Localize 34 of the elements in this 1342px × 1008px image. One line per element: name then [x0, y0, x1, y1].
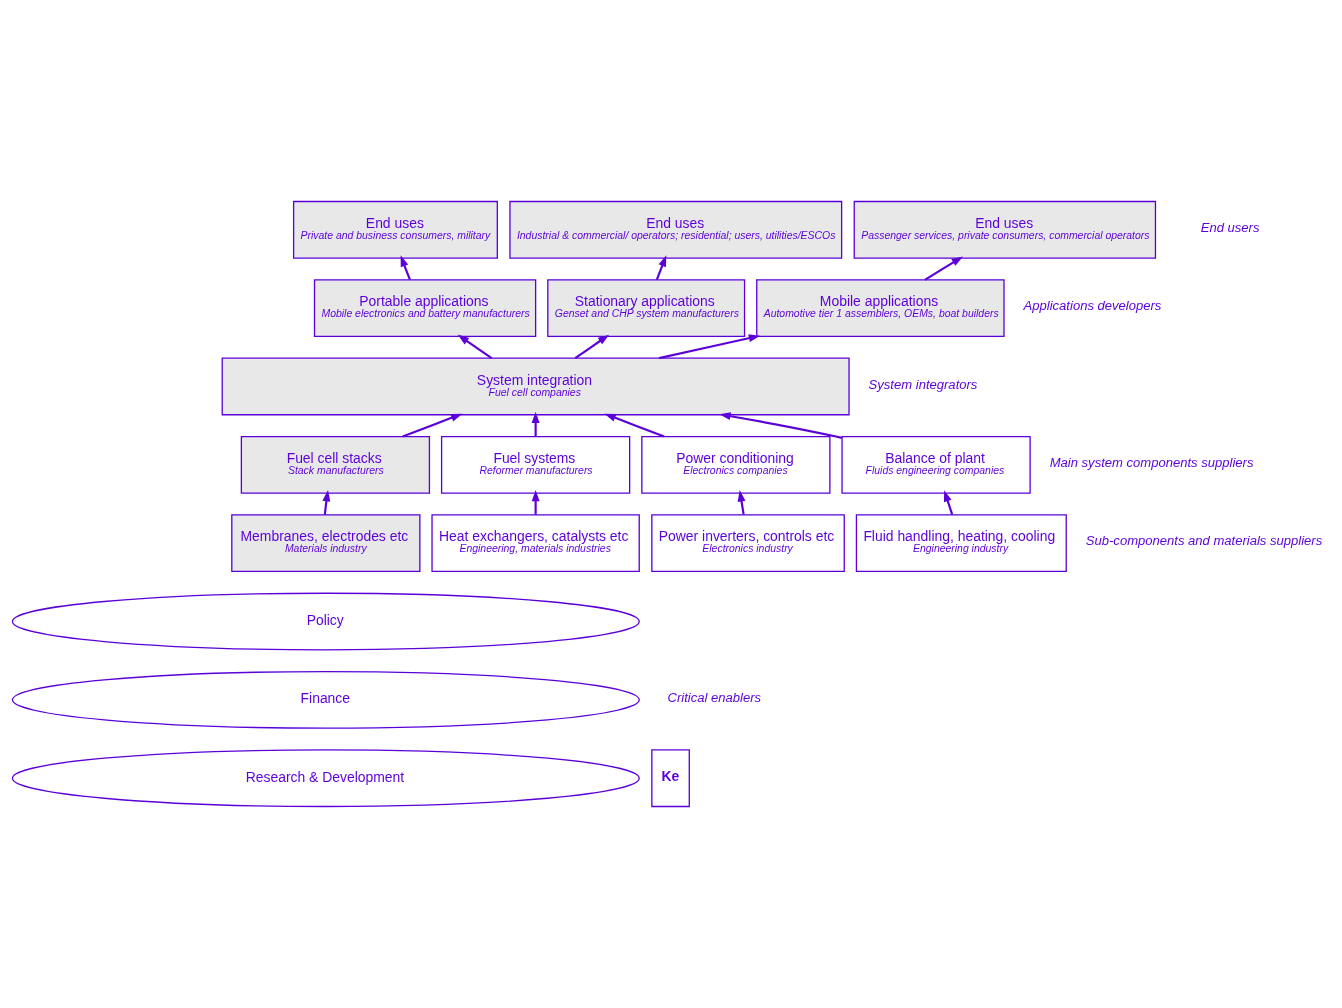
node-box: Mobile applications Automotive tier 1 assemblers, OEMs, boat builders: [756, 279, 1005, 338]
node-ellipse: Policy: [11, 592, 640, 651]
node-box: Fuel systems Reformer manufacturers: [440, 435, 631, 494]
node-box: End uses Industrial & commercial/ operators; residential; users, utilities/ESCOs: [509, 200, 843, 259]
node-box: End uses Private and business consumers, military: [292, 200, 498, 259]
node-ellipse: Research & Development: [11, 749, 640, 808]
node-box: Fluid handling, heating, cooling Engineering industry: [855, 514, 1067, 573]
node-box: Membranes, electrodes etc Materials industry: [231, 514, 421, 573]
arrow: [924, 256, 963, 281]
arrow: [655, 255, 667, 280]
label: Sub-components and materials suppliers: [1085, 533, 1323, 549]
arrow: [531, 490, 540, 515]
node-box: Balance of plant Fluids engineering companies: [841, 435, 1031, 494]
node-box: Ke: [651, 749, 690, 808]
label: Main system components suppliers: [1049, 455, 1254, 470]
label: Critical enablers: [667, 690, 762, 706]
node-box: Stationary applications Genset and CHP system manufacturers: [547, 279, 746, 338]
node-box: Fuel cell stacks Stack manufacturers: [240, 435, 431, 494]
label: System integrators: [868, 376, 978, 392]
arrow: [400, 255, 411, 280]
arrow: [457, 334, 493, 360]
node-ellipse: Finance: [11, 670, 640, 729]
node-box: Portable applications Mobile electronics and battery manufacturers: [313, 279, 537, 338]
label: Applications developers: [1023, 298, 1162, 314]
label: End users: [1200, 219, 1260, 235]
arrow: [737, 490, 746, 515]
node-box: Heat exchangers, catalysts etc Engineering, materials industries: [431, 514, 640, 573]
node-box: Power conditioning Electronics companies: [641, 435, 831, 494]
arrow: [322, 490, 331, 515]
node-box: Power inverters, controls etc Electronics industry: [651, 514, 845, 573]
arrow: [574, 334, 610, 360]
node-box: End uses Passenger services, private consumers, commercial operators: [853, 200, 1157, 259]
arrow: [943, 490, 954, 515]
node-box: System integration Fuel cell companies: [221, 357, 850, 416]
